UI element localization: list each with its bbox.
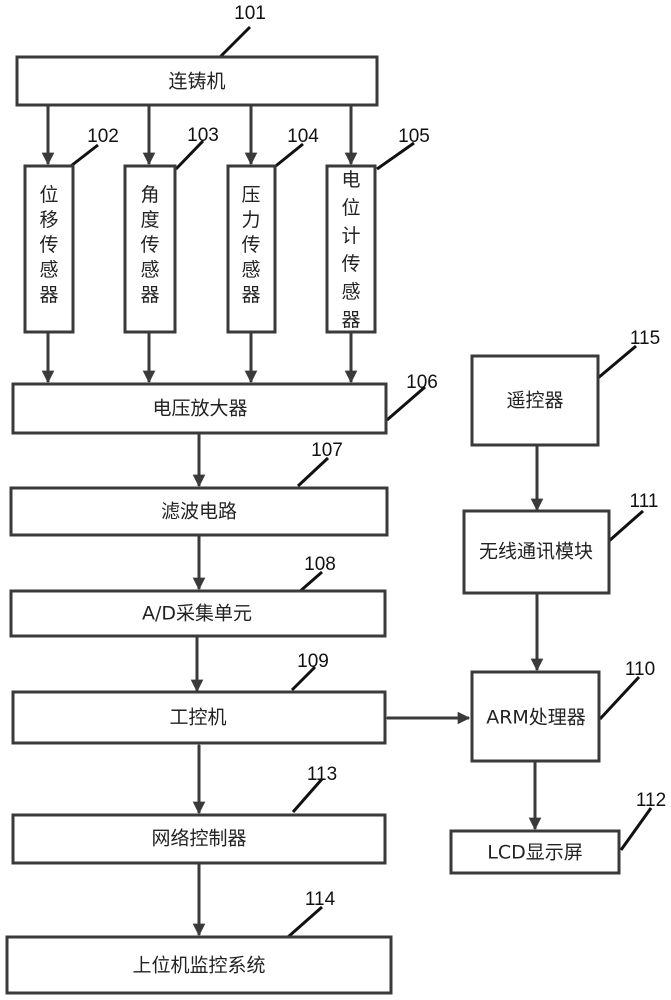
node-host: 上位机监控系统 114 [5, 889, 393, 995]
node-disp-sensor: 位移传感器 102 [23, 126, 119, 334]
node-netctrl: 网络控制器 113 [11, 764, 387, 865]
label-char: 感 [241, 259, 260, 281]
ref-number: 104 [287, 126, 319, 147]
ref-number: 110 [625, 659, 655, 680]
node-ipc: 工控机 109 [11, 651, 387, 745]
node-filter: 滤波电路 107 [9, 440, 389, 537]
label-char: 器 [140, 284, 159, 306]
label-char: 感 [140, 259, 159, 281]
node-label: LCD显示屏 [487, 842, 582, 864]
node-label: 电压放大器 [152, 398, 247, 420]
label-char: 压 [241, 184, 260, 206]
label-char: 位 [341, 197, 360, 219]
node-label: 连铸机 [168, 71, 225, 93]
ref-number: 111 [630, 491, 659, 512]
label-char: 计 [341, 225, 360, 247]
node-label: 位移传感器 [39, 184, 58, 306]
ref-number: 102 [87, 126, 119, 147]
node-remote: 遥控器 115 [470, 328, 660, 447]
label-char: 感 [39, 259, 58, 281]
node-label: A/D采集单元 [142, 603, 252, 625]
ref-number: 108 [304, 554, 336, 575]
ref-number: 115 [630, 328, 660, 349]
node-label: 工控机 [169, 707, 226, 729]
node-label: 压力传感器 [241, 184, 260, 306]
label-char: 移 [39, 209, 58, 231]
connectors [41, 105, 544, 937]
node-pressure-sensor: 压力传感器 104 [226, 126, 319, 334]
ref-number: 105 [398, 126, 430, 147]
label-char: 器 [241, 284, 260, 306]
ref-number: 106 [406, 372, 438, 393]
node-label: 遥控器 [506, 390, 563, 412]
ref-number: 113 [307, 764, 337, 785]
node-label: 网络控制器 [151, 828, 246, 850]
label-char: 传 [140, 234, 159, 256]
node-label: 电位计传感器 [341, 169, 360, 331]
label-char: 电 [341, 169, 360, 191]
node-label: 角度传感器 [140, 184, 159, 306]
label-char: 器 [341, 309, 360, 331]
ref-number: 112 [636, 790, 666, 811]
node-caster: 连铸机 101 [15, 3, 379, 107]
label-char: 传 [39, 234, 58, 256]
node-pot-sensor: 电位计传感器 105 [325, 126, 430, 334]
label-char: 感 [341, 281, 360, 303]
label-char: 传 [241, 234, 260, 256]
ref-number: 101 [234, 3, 266, 24]
ref-number: 114 [305, 889, 336, 910]
node-lcd: LCD显示屏 112 [449, 790, 666, 875]
ref-number: 103 [187, 125, 219, 146]
label-char: 角 [140, 184, 159, 206]
node-amplifier: 电压放大器 106 [11, 372, 438, 435]
node-label: ARM处理器 [486, 707, 586, 729]
leader-lines [66, 25, 653, 939]
label-char: 传 [341, 253, 360, 275]
label-char: 位 [39, 184, 58, 206]
node-arm: ARM处理器 110 [470, 659, 655, 763]
node-label: 滤波电路 [161, 501, 237, 523]
node-label: 上位机监控系统 [132, 955, 265, 977]
ref-number: 109 [297, 651, 329, 672]
label-char: 力 [241, 209, 260, 231]
node-wireless: 无线通讯模块 111 [462, 491, 659, 595]
ref-number: 107 [311, 440, 343, 461]
node-angle-sensor: 角度传感器 103 [123, 125, 219, 334]
node-adc: A/D采集单元 108 [9, 554, 387, 638]
node-label: 无线通讯模块 [479, 541, 593, 563]
label-char: 器 [39, 284, 58, 306]
label-char: 度 [140, 209, 159, 231]
